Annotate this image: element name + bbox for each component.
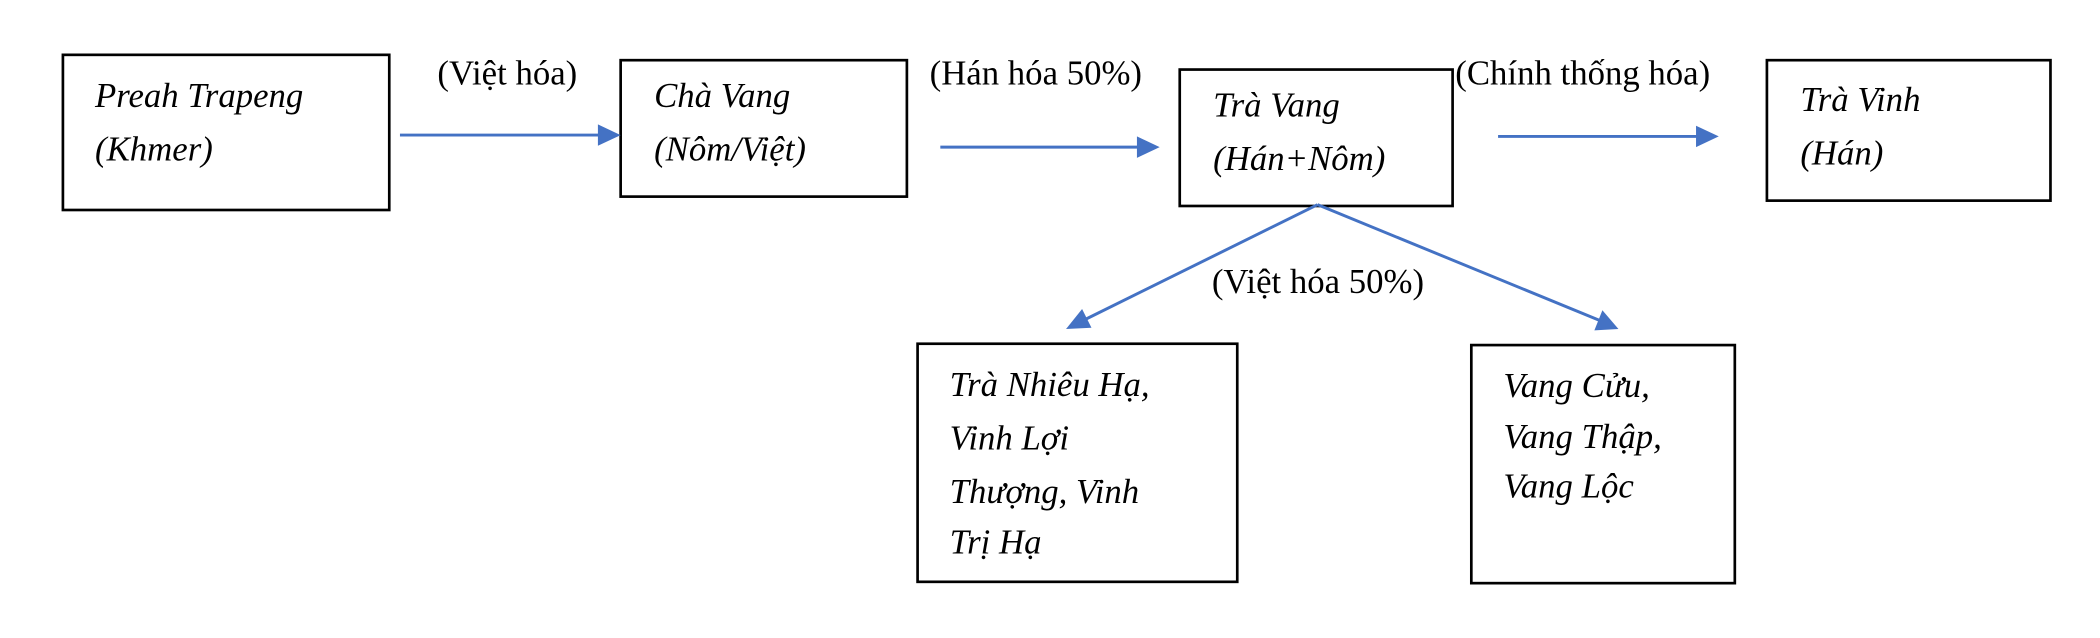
arrow-tra-vang-to-tra-vinh: [1498, 125, 1719, 148]
edge-label-viet-hoa: (Việt hóa): [437, 53, 577, 92]
node-label: Vinh Lợi: [950, 418, 1069, 457]
node-label: (Khmer): [95, 130, 213, 169]
node-label: Trà Vinh: [1800, 80, 1920, 119]
node-label: Vang Cửu,: [1503, 366, 1649, 405]
node-label: (Nôm/Việt): [654, 130, 806, 169]
node-label: Trà Nhiêu Hạ,: [950, 365, 1150, 404]
edge-label-chinh-thong-hoa: (Chính thống hóa): [1455, 53, 1710, 92]
arrow-tra-vang-to-tra-nhieu: [1066, 203, 1319, 330]
node-label: Trị Hạ: [950, 523, 1042, 562]
arrow-tra-vang-to-vang-cuu: [1316, 203, 1619, 331]
node-tra-vang: Trà Vang (Hán+Nôm): [1178, 68, 1454, 208]
arrow-khmer-to-cha-vang: [399, 124, 621, 146]
node-label: Vang Lộc: [1503, 467, 1634, 506]
node-tra-nhieu-ha: Trà Nhiêu Hạ, Vinh Lợi Thượng, Vinh Trị …: [916, 342, 1239, 584]
node-vang-cuu: Vang Cửu, Vang Thập, Vang Lộc: [1469, 343, 1737, 585]
node-label: Thượng, Vinh: [950, 472, 1139, 511]
edge-label-han-hoa: (Hán hóa 50%): [930, 53, 1142, 92]
node-label: Preah Trapeng: [94, 76, 303, 115]
node-label: (Hán+Nôm): [1213, 139, 1385, 178]
node-label: (Hán): [1800, 134, 1883, 173]
node-tra-vinh: Trà Vinh (Hán): [1765, 58, 2052, 202]
node-cha-vang: Chà Vang (Nôm/Việt): [619, 58, 909, 198]
edge-label-viet-hoa-50: (Việt hóa 50%): [1212, 262, 1424, 301]
arrow-cha-vang-to-tra-vang: [940, 136, 1160, 158]
node-label: Chà Vang: [654, 76, 790, 115]
node-label: Trà Vang: [1213, 85, 1340, 124]
node-label: Vang Thập,: [1503, 417, 1661, 456]
node-preah-trapeng: Preah Trapeng (Khmer): [61, 53, 391, 212]
